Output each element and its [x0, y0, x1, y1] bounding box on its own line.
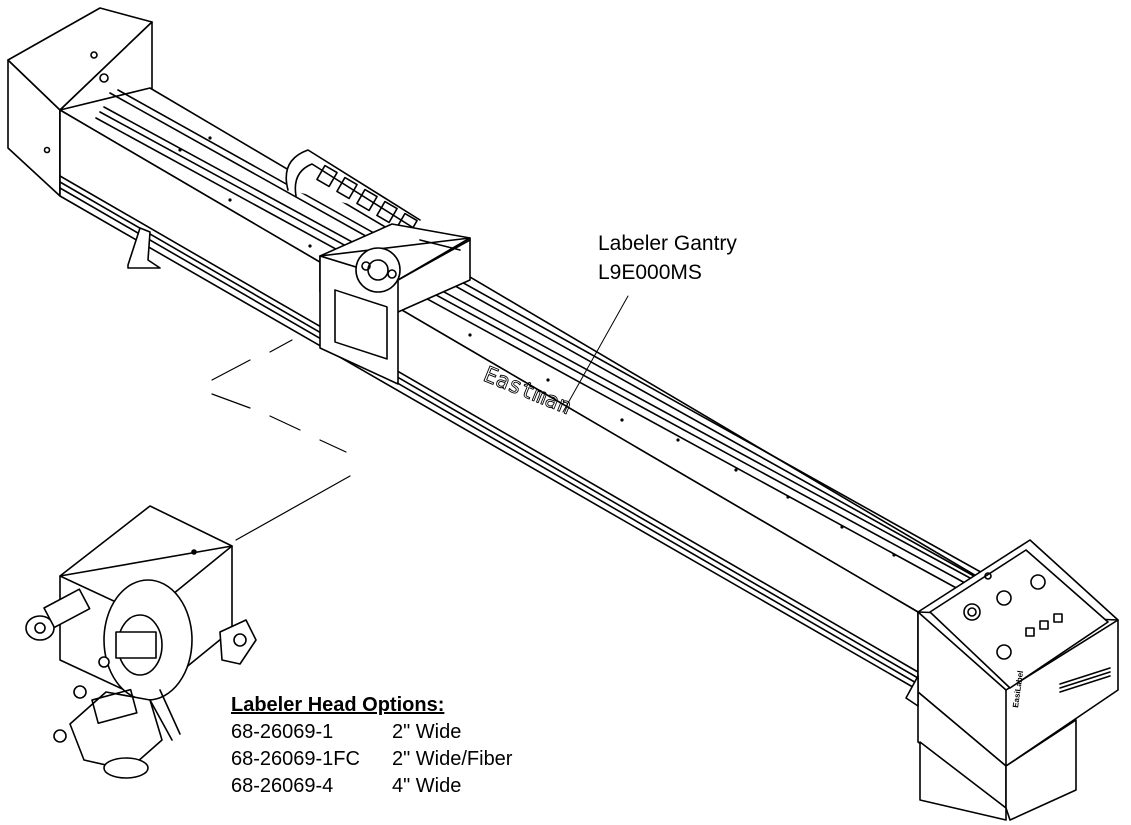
cable-chain	[285, 149, 421, 236]
part-number: 68-26069-4	[231, 775, 334, 797]
gantry-model: L9E000MS	[598, 261, 702, 284]
part-description: 2" Wide	[392, 721, 462, 743]
part-number: 68-26069-1FC	[231, 748, 360, 770]
table-row: 68-26069-1FC 2" Wide/Fiber	[231, 746, 512, 773]
part-number: 68-26069-1	[231, 721, 334, 743]
head-options-table: 68-26069-1 2" Wide 68-26069-1FC 2" Wide/…	[231, 719, 512, 800]
gantry-name: Labeler Gantry	[598, 232, 737, 255]
table-row: 68-26069-1 2" Wide	[231, 719, 512, 746]
head-options-block: Labeler Head Options: 68-26069-1 2" Wide…	[231, 692, 512, 800]
table-row: 68-26069-4 4" Wide	[231, 773, 512, 800]
part-description: 4" Wide	[392, 775, 462, 797]
left-support-foot	[127, 227, 161, 269]
control-panel	[905, 539, 1119, 821]
labeler-head	[25, 505, 257, 779]
part-description: 2" Wide/Fiber	[392, 748, 513, 770]
gantry-label: Labeler Gantry L9E000MS	[598, 229, 737, 287]
estop-icon	[963, 603, 981, 621]
head-options-title: Labeler Head Options:	[231, 694, 445, 716]
mount-dash-lines	[211, 339, 351, 541]
gantry-leader-line	[562, 295, 629, 413]
gantry-carriage	[319, 223, 471, 385]
